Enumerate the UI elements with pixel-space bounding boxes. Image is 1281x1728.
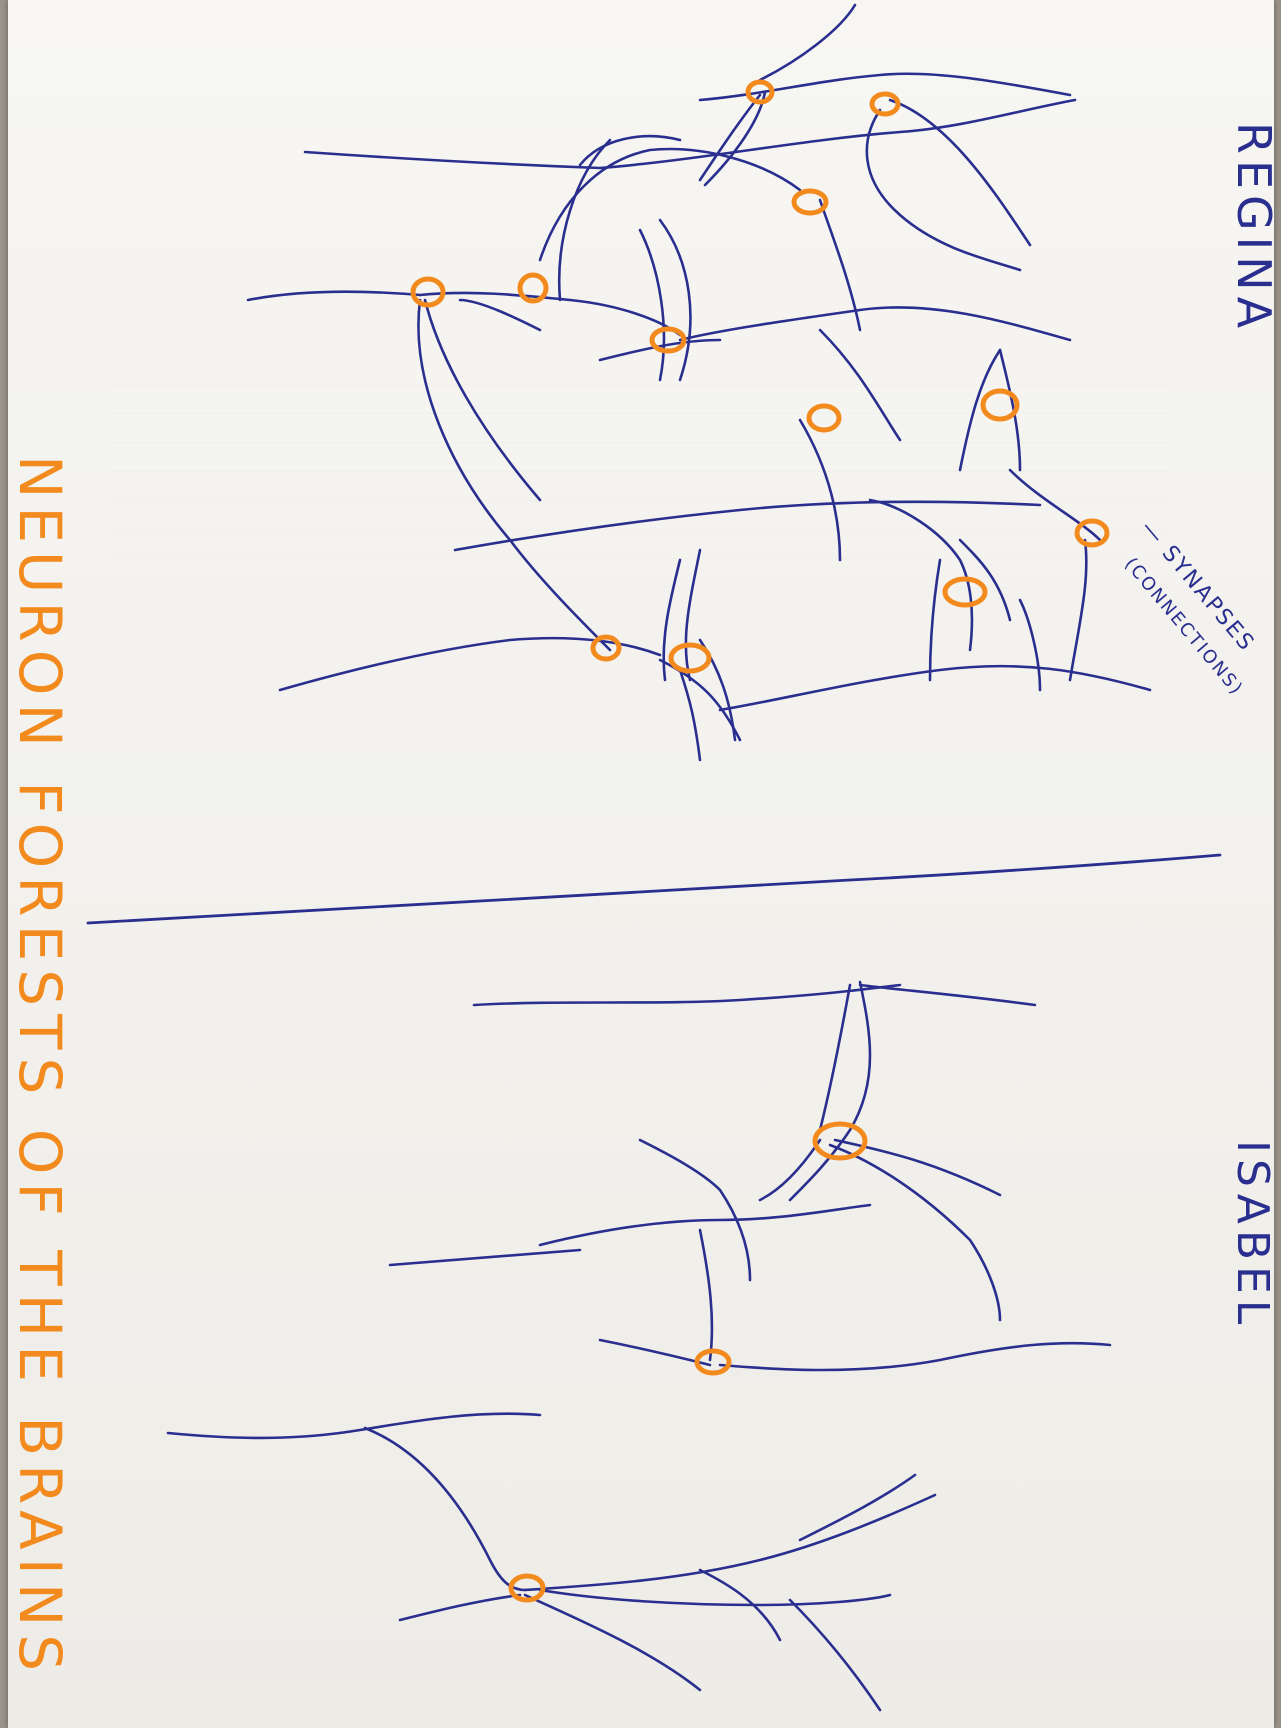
synapse-marker <box>413 279 443 305</box>
neuron-strokes-lower <box>168 982 1110 1710</box>
synapse-marker <box>593 637 619 659</box>
synapse-marker <box>671 645 709 671</box>
synapse-markers <box>413 82 1107 1600</box>
synapse-marker <box>809 406 839 430</box>
synapse-marker <box>945 579 985 605</box>
drawing-title: NEURON FORESTS OF THE BRAINS <box>6 455 74 1679</box>
author-name-bottom: ISABEL <box>1227 1140 1278 1330</box>
labels: REGINA ISABEL — SYNAPSES (CONNECTIONS) N… <box>6 122 1281 1679</box>
author-name-top: REGINA <box>1227 122 1281 334</box>
synapse-marker <box>872 94 898 114</box>
neuron-strokes-upper <box>88 5 1220 923</box>
